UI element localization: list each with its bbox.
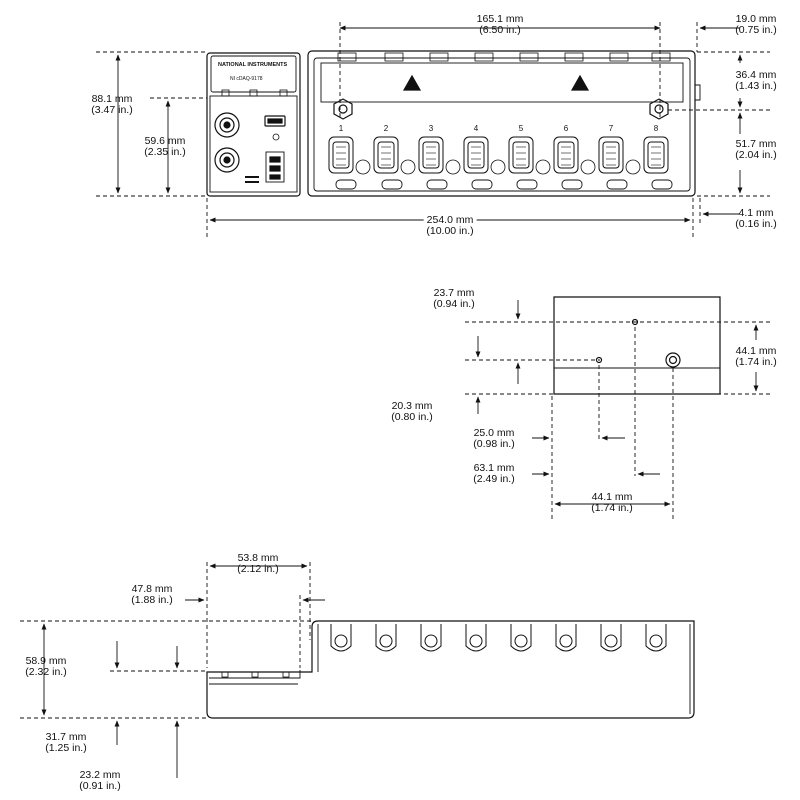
device-model-label: NI cDAQ-9178 [230, 76, 263, 82]
dim-overall-height: 88.1 mm(3.47 in.) [91, 93, 133, 116]
module-slot-connector [328, 136, 371, 175]
dim-top-to-screw: 36.4 mm(1.43 in.) [735, 69, 777, 92]
bottom-clip-cutout [330, 624, 352, 652]
module-slot-connector [508, 136, 551, 175]
dim-bracket-offset: 47.8 mm(1.88 in.) [131, 583, 173, 606]
dim-bracket-width: 53.8 mm(2.12 in.) [237, 552, 279, 575]
dim-right-margin: 19.0 mm(0.75 in.) [735, 13, 777, 36]
front-view [206, 50, 701, 197]
slot-number: 7 [608, 124, 614, 133]
esd-warning-icon [402, 74, 590, 91]
module-slot-connector [553, 136, 596, 175]
bottom-clip-cutout [510, 624, 532, 652]
power-connector-icon [265, 151, 285, 183]
slot-number: 5 [518, 124, 524, 133]
bottom-dimension-lines [20, 562, 325, 778]
mounting-screw-icon [333, 98, 669, 120]
bottom-clip-cutout [645, 624, 667, 652]
dim-side-offset: 4.1 mm(0.16 in.) [735, 207, 777, 230]
dim-side-height: 44.1 mm(1.74 in.) [735, 345, 777, 368]
chassis-body [307, 50, 696, 197]
slot-number: 4 [473, 124, 479, 133]
bottom-profile [206, 620, 695, 719]
mounting-hole [631, 318, 639, 326]
dim-bottom-hole: 20.3 mm(0.80 in.) [391, 400, 433, 423]
slot-number: 6 [563, 124, 569, 133]
slot-number: 1 [338, 124, 344, 133]
grounding-screw-icon [665, 352, 681, 368]
bottom-view [206, 620, 695, 719]
bottom-clip-cutout [555, 624, 577, 652]
dim-slot-span: 165.1 mm(6.50 in.) [476, 13, 524, 36]
usb-port-icon [264, 115, 286, 127]
mounting-hole [595, 356, 603, 364]
dim-overall-width: 254.0 mm(10.00 in.) [423, 215, 477, 237]
dim-bottom-height: 58.9 mm(2.32 in.) [25, 655, 67, 678]
dim-screw-to-bottom: 51.7 mm(2.04 in.) [735, 138, 777, 161]
side-profile [553, 296, 721, 395]
bottom-clip-cutout [420, 624, 442, 652]
bottom-clip-cutout [375, 624, 397, 652]
side-dimension-lines [465, 300, 770, 520]
module-slot-connector [598, 136, 641, 175]
module-slot-connector [373, 136, 416, 175]
dim-base-offset: 23.2 mm(0.91 in.) [79, 769, 121, 792]
controller-module [206, 52, 301, 197]
dim-hole-2: 63.1 mm(2.49 in.) [473, 462, 515, 485]
side-view [553, 296, 721, 395]
trigger-connector-icon [214, 112, 240, 173]
dim-top-hole: 23.7 mm(0.94 in.) [433, 287, 475, 310]
slot-number: 8 [653, 124, 659, 133]
module-slot-connector [643, 136, 669, 174]
bottom-clip-cutout [600, 624, 622, 652]
dim-hole-1: 25.0 mm(0.98 in.) [473, 427, 515, 450]
slot-number: 3 [428, 124, 434, 133]
dim-side-depth: 44.1 mm(1.74 in.) [591, 491, 633, 514]
dim-connector-height: 59.6 mm(2.35 in.) [144, 135, 186, 158]
module-slot-connector [418, 136, 461, 175]
module-slot-connector [463, 136, 506, 175]
device-logo: NATIONAL INSTRUMENTS [218, 62, 288, 68]
dim-lower-height: 31.7 mm(1.25 in.) [45, 731, 87, 754]
slot-number: 2 [383, 124, 389, 133]
bottom-clip-cutout [465, 624, 487, 652]
